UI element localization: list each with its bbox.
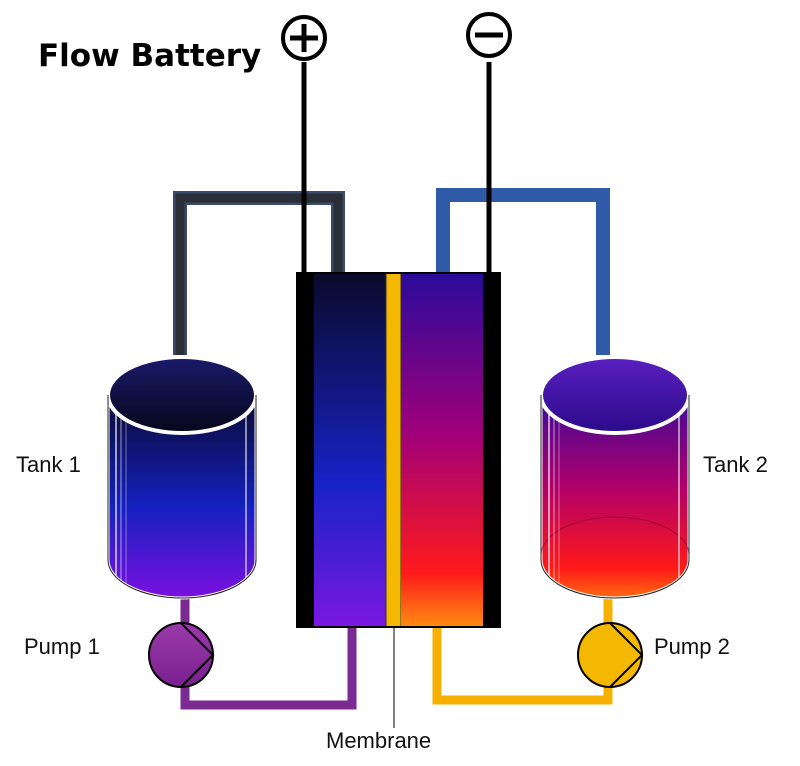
positive-terminal-icon bbox=[281, 15, 327, 61]
pump-2-label: Pump 2 bbox=[654, 634, 730, 659]
diagram-title: Flow Battery bbox=[38, 38, 261, 74]
cell-right-half bbox=[401, 274, 483, 626]
pump-1-icon bbox=[148, 622, 215, 688]
pipe-left-upper bbox=[175, 193, 343, 355]
pump-2-icon bbox=[577, 622, 644, 688]
membrane-label: Membrane bbox=[326, 728, 431, 753]
tank-1-label: Tank 1 bbox=[16, 452, 81, 477]
cell-left-half bbox=[314, 274, 386, 626]
pipe-right-upper bbox=[436, 188, 610, 355]
tank-1-top bbox=[106, 355, 258, 435]
tank-2-top bbox=[539, 355, 691, 435]
membrane-strip bbox=[386, 274, 401, 626]
tank-1 bbox=[106, 355, 258, 600]
tank-2 bbox=[539, 355, 691, 600]
tank-2-label: Tank 2 bbox=[703, 452, 768, 477]
negative-terminal-icon bbox=[466, 12, 512, 58]
battery-cell bbox=[296, 272, 501, 628]
pump-1-label: Pump 1 bbox=[24, 634, 100, 659]
